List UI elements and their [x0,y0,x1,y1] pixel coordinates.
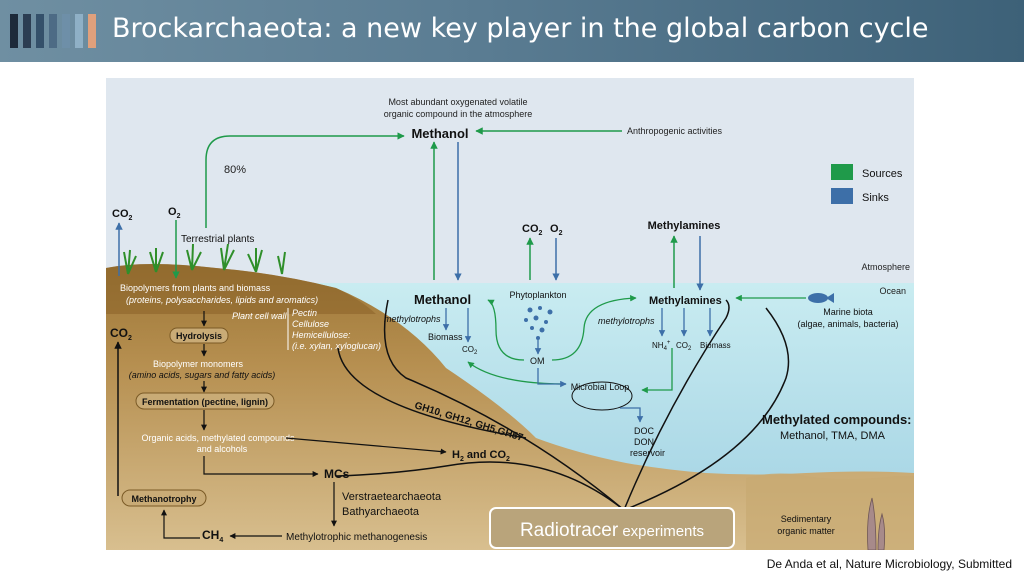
cellulose-label: Cellulose [292,319,329,329]
plant-cell-wall-label: Plant cell wall [232,311,288,321]
seafloor-rocks [746,473,914,550]
legend-sources-swatch [831,164,853,180]
pct80-label: 80% [224,164,246,176]
soil-region [106,264,914,550]
biopolymers-line2: (proteins, polysaccharides, lipids and a… [126,295,318,305]
sky-background [106,78,914,283]
o2-mid-label: O2 [550,223,563,237]
monomers-line1: Biopolymer monomers [153,359,244,369]
co2-soil-label: CO2 [110,326,132,342]
microbial-loop-label: Microbial Loop [571,382,630,392]
stripe-1 [10,14,18,48]
stripe-2 [23,14,31,48]
fermentation-label: Fermentation (pectine, lignin) [142,397,268,407]
radiotracer-label: Radiotracer experiments [520,520,704,541]
microbial-loop-circle [571,381,633,411]
methylamines-to-microbial-loop-arrow [641,348,673,394]
carbon-cycle-diagram: Sources Sinks Most abundant oxygenated v… [106,78,914,550]
organic-acids-line1: Organic acids, methylated compounds [141,433,295,443]
tubeworm-icon [867,497,886,550]
ch4-label: CH4 [202,528,223,544]
hydrolysis-label: Hydrolysis [176,331,222,341]
radiotracer-to-methanol-curve [383,299,625,511]
marine-biota-line1: Marine biota [823,307,873,317]
nh4-label: NH4+ [652,340,671,352]
terrestrial-plants-icon [123,243,286,275]
om-label: OM [530,356,545,366]
hemicellulose-label: Hemicellulose: [292,330,351,340]
stripe-6 [75,14,83,48]
biopolymers-line1: Biopolymers from plants and biomass [120,283,271,293]
terrestrial-to-methanol-arrow [205,132,405,228]
atm-description-line2: organic compound in the atmosphere [384,109,533,119]
organic-acids-line2: and alcohols [197,444,248,454]
anthropogenic-label: Anthropogenic activities [627,126,723,136]
methanotrophy-label: Methanotrophy [132,494,197,504]
atm-description-line1: Most abundant oxygenated volatile [388,97,527,107]
don-label: DON [634,437,654,447]
pectin-label: Pectin [292,308,317,318]
biomass-label-1: Biomass [428,332,463,342]
title-stripes [10,14,96,48]
stripe-3 [36,14,44,48]
fermentation-box [135,392,275,410]
phytoplankton-label: Phytoplankton [509,290,566,300]
om-to-methanol-arrow [487,299,525,361]
om-to-methylamines-arrow [551,294,637,361]
terrestrial-plants-label: Terrestrial plants [181,234,254,245]
source-credit: De Anda et al, Nature Microbiology, Subm… [766,557,1012,571]
methanol-atmosphere-label: Methanol [411,126,468,141]
microbial-loop-to-doc-arrow [620,407,644,423]
stripe-7 [88,14,96,48]
h2-co2-label: H2 and CO2 [452,449,510,463]
monomers-line2: (amino acids, sugars and fatty acids) [129,370,276,380]
doc-label: DOC [634,426,655,436]
o2-left-label: O2 [168,206,181,220]
phytoplankton-icon [524,306,553,340]
reservoir-label: reservoir [630,448,665,458]
methylamines-atmosphere-label: Methylamines [648,220,721,232]
radiotracer-to-marine-curve [623,307,790,511]
methylotrophs-label-2: methylotrophs [598,316,655,326]
legend-sinks-swatch [831,188,853,204]
marine-biota-line2: (algae, animals, bacteria) [797,319,898,329]
legend-sinks-label: Sinks [862,192,889,204]
radiotracer-box [489,507,735,549]
title-bar: Brockarchaeota: a new key player in the … [0,0,1024,62]
atmosphere-label: Atmosphere [861,262,910,272]
ocean-label: Ocean [879,286,906,296]
biomass-label-2: Biomass [700,341,731,350]
methanotrophy-box [121,489,207,507]
methylated-compounds-list: Methanol, TMA, DMA [780,430,886,442]
co2-ocean2-label: CO2 [676,341,692,352]
radiotracer-to-methylamines-curve [623,299,730,511]
sedimentary-line2: organic matter [777,526,835,536]
radiotracer-to-soil-curve [335,461,625,511]
om-to-microbial-loop-arrow [537,368,567,388]
stripe-5 [62,14,70,48]
methylamines-ocean-label: Methylamines [649,295,722,307]
co2-ocean-label: CO2 [462,345,478,356]
methylotrophic-methanogenesis-label: Methylotrophic methanogenesis [286,532,427,543]
verstraetearchaeota-label: Verstraetearchaeota [342,491,442,503]
mcs-label: MCs [324,467,350,481]
stripe-4 [49,14,57,48]
marine-fish-icon [808,293,834,303]
gh-degradation-arrow [337,347,527,439]
methylated-compounds-title: Methylated compounds: [762,412,912,427]
methylotrophs-label-1: methylotrophs [384,314,441,324]
co2-left-label: CO2 [112,208,133,222]
ch4-to-methanotrophy-arrow [161,509,200,539]
slide-title: Brockarchaeota: a new key player in the … [112,13,929,44]
xylan-label: (i.e. xylan, xyloglucan) [292,341,381,351]
bathyarchaeota-label: Bathyarchaeota [342,506,420,518]
legend-sources-label: Sources [862,168,903,180]
acids-to-mcs-arrow [203,456,319,477]
sedimentary-line1: Sedimentary [781,514,832,524]
hydrolysis-box [169,327,229,344]
co2-mid-label: CO2 [522,223,543,237]
acids-to-h2co2-arrow [285,437,447,455]
methanol-ocean-label: Methanol [414,292,471,307]
